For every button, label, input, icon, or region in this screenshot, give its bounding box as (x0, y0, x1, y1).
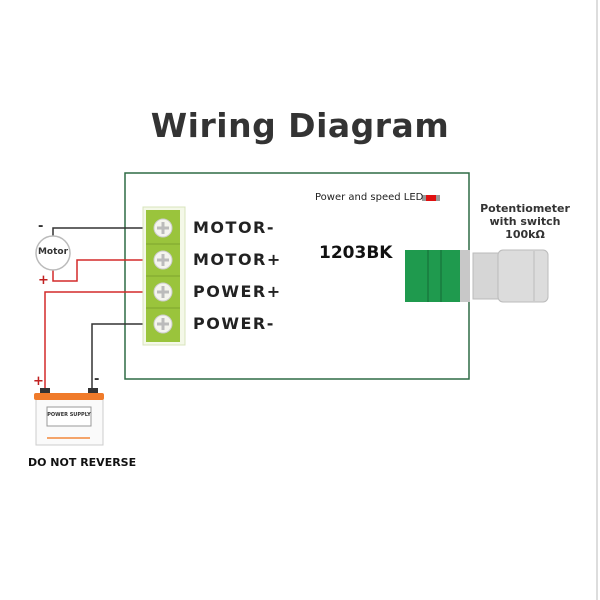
motor-minus-sign: - (38, 219, 44, 234)
terminal-label-motor-plus: MOTOR+ (193, 250, 282, 269)
battery-top (34, 393, 104, 400)
warning-text: DO NOT REVERSE (28, 456, 137, 469)
motor-label: Motor (37, 247, 69, 257)
potentiometer-label: Potentiometer with switch 100kΩ (470, 202, 580, 241)
battery-label-box (46, 406, 92, 427)
pot-line-3: 100kΩ (505, 228, 545, 241)
wire-motor-minus (52, 227, 145, 236)
page-title: Wiring Diagram (150, 106, 450, 145)
battery-plus-sign: + (33, 374, 44, 389)
terminal-label-power-minus: POWER- (193, 314, 275, 333)
pot-line-1: Potentiometer (480, 202, 570, 215)
motor-plus-sign: + (38, 273, 49, 288)
battery-terminal-plus (40, 388, 50, 394)
wire-power-minus (91, 323, 145, 391)
terminal-label-power-plus: POWER+ (193, 282, 282, 301)
screw-cross-icon (157, 222, 169, 234)
screw-cross-icon (157, 318, 169, 330)
pot-line-2: with switch (489, 215, 561, 228)
battery-stripe (47, 437, 90, 439)
motor-icon (35, 235, 71, 271)
terminal-label-motor-minus: MOTOR- (193, 218, 275, 237)
screw-cross-icon (157, 286, 169, 298)
potentiometer-shaft-base (460, 250, 470, 302)
potentiometer-body (405, 250, 460, 302)
wire-power-plus (44, 291, 145, 391)
battery-minus-sign: - (94, 372, 100, 387)
model-label: 1203BK (319, 243, 393, 263)
battery-label: POWER SUPPLY (47, 412, 91, 418)
wire-motor-plus (52, 259, 145, 282)
potentiometer-knob (497, 249, 549, 303)
screw-cross-icon (157, 254, 169, 266)
potentiometer-collar (472, 252, 501, 300)
battery-terminal-minus (88, 388, 98, 394)
led-icon (426, 195, 436, 201)
led-label: Power and speed LED (315, 192, 424, 203)
